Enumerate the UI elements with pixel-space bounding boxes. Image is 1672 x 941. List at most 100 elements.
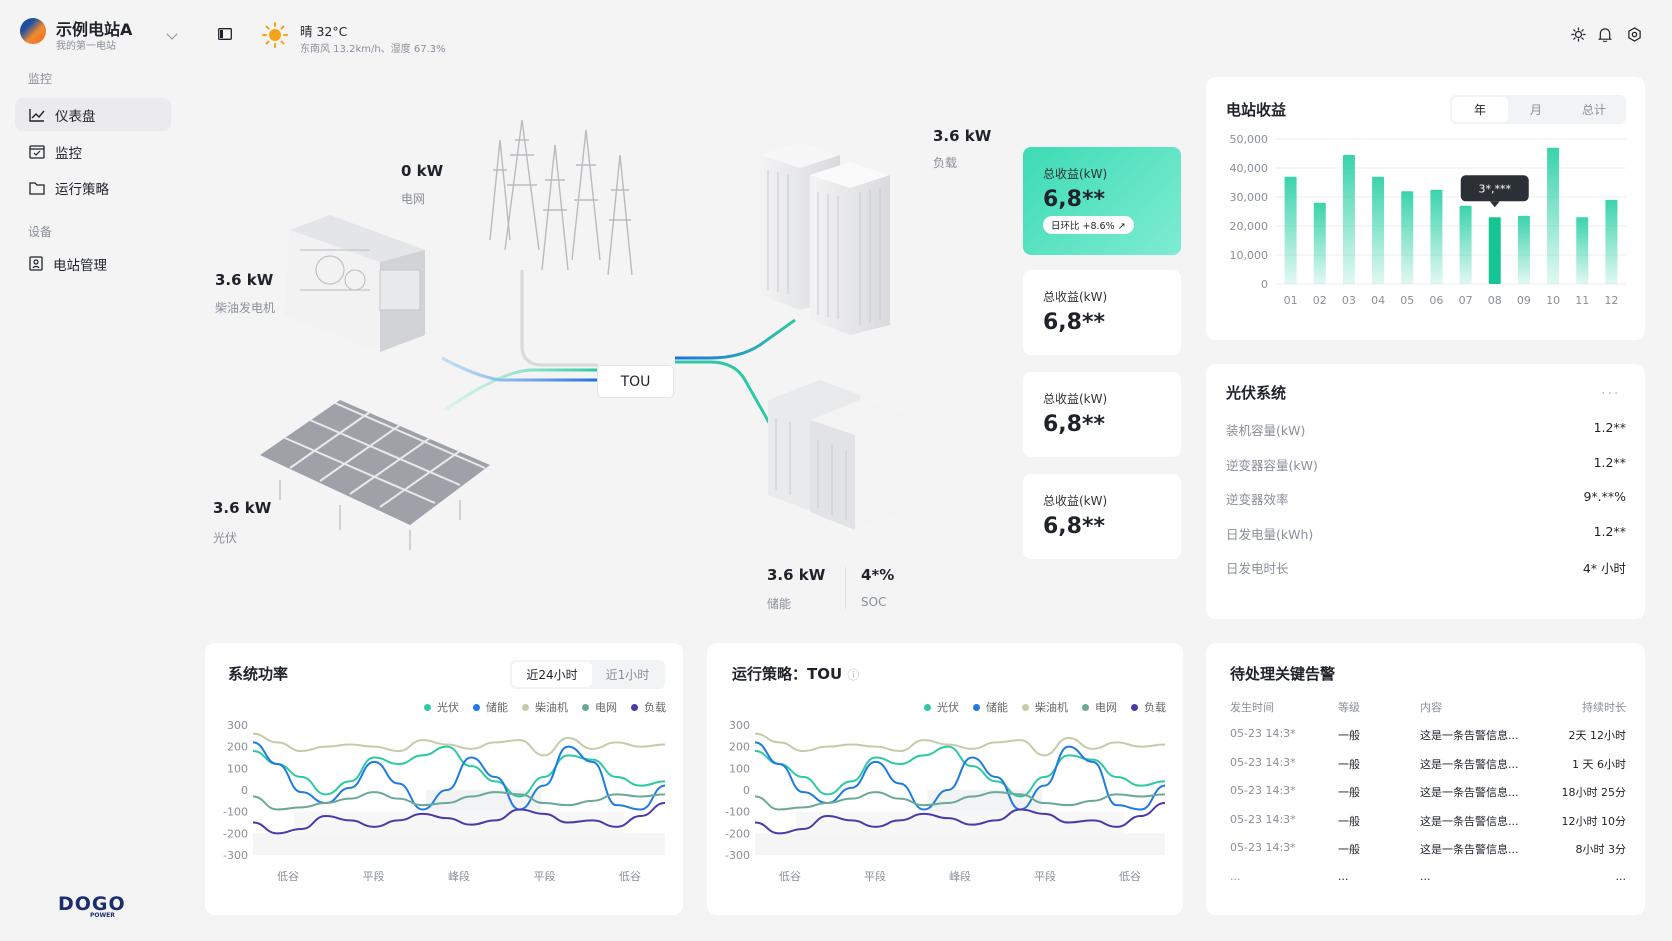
info-icon[interactable]: ⓘ xyxy=(847,668,860,682)
x-tick-label: 平段 xyxy=(1034,869,1056,883)
storage-power-value: 3.6 kW xyxy=(767,566,826,584)
legend-item[interactable]: 柴油机 xyxy=(1022,699,1068,715)
revenue-card-label: 总收益(kW) xyxy=(1043,290,1108,304)
tab-year[interactable]: 年 xyxy=(1452,97,1508,122)
tou-node[interactable]: TOU xyxy=(597,365,674,398)
legend-dot xyxy=(1082,703,1089,711)
weather-detail: 东南风 13.2km/h、湿度 67.3% xyxy=(300,44,446,55)
legend-item[interactable]: 电网 xyxy=(582,699,617,715)
tab-1h[interactable]: 近1小时 xyxy=(605,668,650,682)
x-tick-label: 低谷 xyxy=(619,870,641,883)
sidebar-toggle-icon[interactable] xyxy=(216,25,234,43)
table-cell: 05-23 14:3* xyxy=(1230,841,1296,854)
sidebar-item-station-management[interactable]: 电站管理 xyxy=(15,247,171,280)
legend-item[interactable]: 储能 xyxy=(473,699,508,715)
panel-title: 电站收益 xyxy=(1226,101,1287,119)
chevron-down-icon[interactable] xyxy=(166,28,178,40)
sidebar-item-strategy[interactable]: 运行策略 xyxy=(15,171,171,204)
x-tick-label: 08 xyxy=(1488,294,1502,307)
x-tick-label: 03 xyxy=(1342,294,1356,307)
legend-item[interactable]: 负载 xyxy=(631,699,666,715)
table-cell: 一般 xyxy=(1338,757,1360,771)
sidebar-item-monitor[interactable]: 监控 xyxy=(15,135,171,168)
legend-label: 柴油机 xyxy=(1035,701,1068,714)
y-tick-label: 0 xyxy=(241,784,248,797)
revenue-card-value: 6,8** xyxy=(1043,187,1105,212)
brightness-icon[interactable] xyxy=(1569,25,1587,43)
bar xyxy=(1284,176,1297,284)
table-cell: ... xyxy=(1420,869,1431,883)
table-header: 发生时间等级内容持续时长 xyxy=(1230,699,1626,717)
legend-item[interactable]: 光伏 xyxy=(924,699,959,715)
y-tick-label: 200 xyxy=(227,741,248,754)
more-icon[interactable]: ··· xyxy=(1601,386,1621,402)
legend-dot xyxy=(473,703,480,711)
energy-flow-diagram xyxy=(260,119,905,550)
legend-dot xyxy=(924,703,931,711)
table-cell: 2天 12小时 xyxy=(1568,729,1627,742)
tab-month[interactable]: 月 xyxy=(1529,103,1542,117)
bar xyxy=(1342,154,1355,284)
tab-total[interactable]: 总计 xyxy=(1581,103,1606,117)
x-tick-label: 平段 xyxy=(864,869,886,883)
settings-icon[interactable] xyxy=(1625,25,1643,43)
legend-item[interactable]: 负载 xyxy=(1131,699,1166,715)
y-tick-label: 10,000 xyxy=(1230,249,1269,262)
legend-label: 柴油机 xyxy=(535,701,568,714)
generator-icon xyxy=(285,215,425,352)
x-tick-label: 05 xyxy=(1400,294,1414,307)
legend-item[interactable]: 柴油机 xyxy=(522,699,568,715)
table-row[interactable]: 05-23 14:3*一般这是一条告警信息...1 天 6小时 xyxy=(1230,756,1626,774)
x-tick-label: 10 xyxy=(1546,294,1560,307)
legend-label: 储能 xyxy=(986,701,1008,714)
station-name[interactable]: 示例电站A xyxy=(56,20,133,39)
station-subtitle: 我的第一电站 xyxy=(56,41,116,52)
storage-label: 储能 xyxy=(767,597,792,611)
revenue-card[interactable]: 总收益(kW) 6,8** xyxy=(1023,270,1181,355)
bar xyxy=(1430,189,1443,284)
x-tick-label: 峰段 xyxy=(949,869,971,883)
x-tick-label: 平段 xyxy=(363,869,385,883)
revenue-card-value: 6,8** xyxy=(1043,514,1105,539)
revenue-card[interactable]: 总收益(kW) 6,8** xyxy=(1023,474,1181,559)
soc-label: SOC xyxy=(861,595,887,609)
table-row[interactable]: 05-23 14:3*一般这是一条告警信息...2天 12小时 xyxy=(1230,727,1626,745)
pv-info-value: 1.2** xyxy=(1593,454,1626,470)
legend-item[interactable]: 光伏 xyxy=(424,699,459,715)
sidebar-item-label: 运行策略 xyxy=(55,181,109,198)
tab-24h[interactable]: 近24小时 xyxy=(512,662,592,687)
bar xyxy=(1547,147,1560,284)
series-line xyxy=(754,802,1166,835)
sidebar-item-dashboard[interactable]: 仪表盘 xyxy=(15,98,171,131)
load-label: 负载 xyxy=(933,156,958,170)
battery-storage-icon xyxy=(768,380,905,530)
sun-icon xyxy=(262,22,288,52)
x-tick-label: 04 xyxy=(1371,294,1385,307)
series-line xyxy=(252,745,666,798)
diesel-power-value: 3.6 kW xyxy=(215,271,274,289)
pv-label: 光伏 xyxy=(213,531,238,545)
series-line xyxy=(754,745,1166,798)
bell-icon[interactable] xyxy=(1596,25,1614,43)
period-band xyxy=(253,833,665,855)
growth-badge-text: 日环比 +8.6% xyxy=(1051,221,1115,232)
table-row[interactable]: 05-23 14:3*一般这是一条告警信息...8小时 3分 xyxy=(1230,841,1626,859)
legend-item[interactable]: 电网 xyxy=(1082,699,1117,715)
x-tick-label: 低谷 xyxy=(779,870,801,883)
legend-item[interactable]: 储能 xyxy=(973,699,1008,715)
table-cell: ... xyxy=(1338,869,1349,883)
legend-label: 电网 xyxy=(595,701,617,714)
table-row[interactable]: 05-23 14:3*一般这是一条告警信息...18小时 25分 xyxy=(1230,784,1626,802)
series-line xyxy=(252,732,666,757)
table-row[interactable]: 05-23 14:3*一般这是一条告警信息...12小时 10分 xyxy=(1230,813,1626,831)
revenue-card-value: 6,8** xyxy=(1043,412,1105,437)
folder-icon xyxy=(29,181,45,195)
revenue-card[interactable]: 总收益(kW) 6,8** xyxy=(1023,372,1181,457)
pv-info-value: 4* 小时 xyxy=(1582,561,1626,576)
revenue-card[interactable]: 总收益(kW) 6,8** 日环比 +8.6% ↗ xyxy=(1023,147,1181,255)
legend-label: 负载 xyxy=(644,701,666,714)
series-line xyxy=(754,732,1166,757)
table-row[interactable]: ............ xyxy=(1230,870,1626,888)
